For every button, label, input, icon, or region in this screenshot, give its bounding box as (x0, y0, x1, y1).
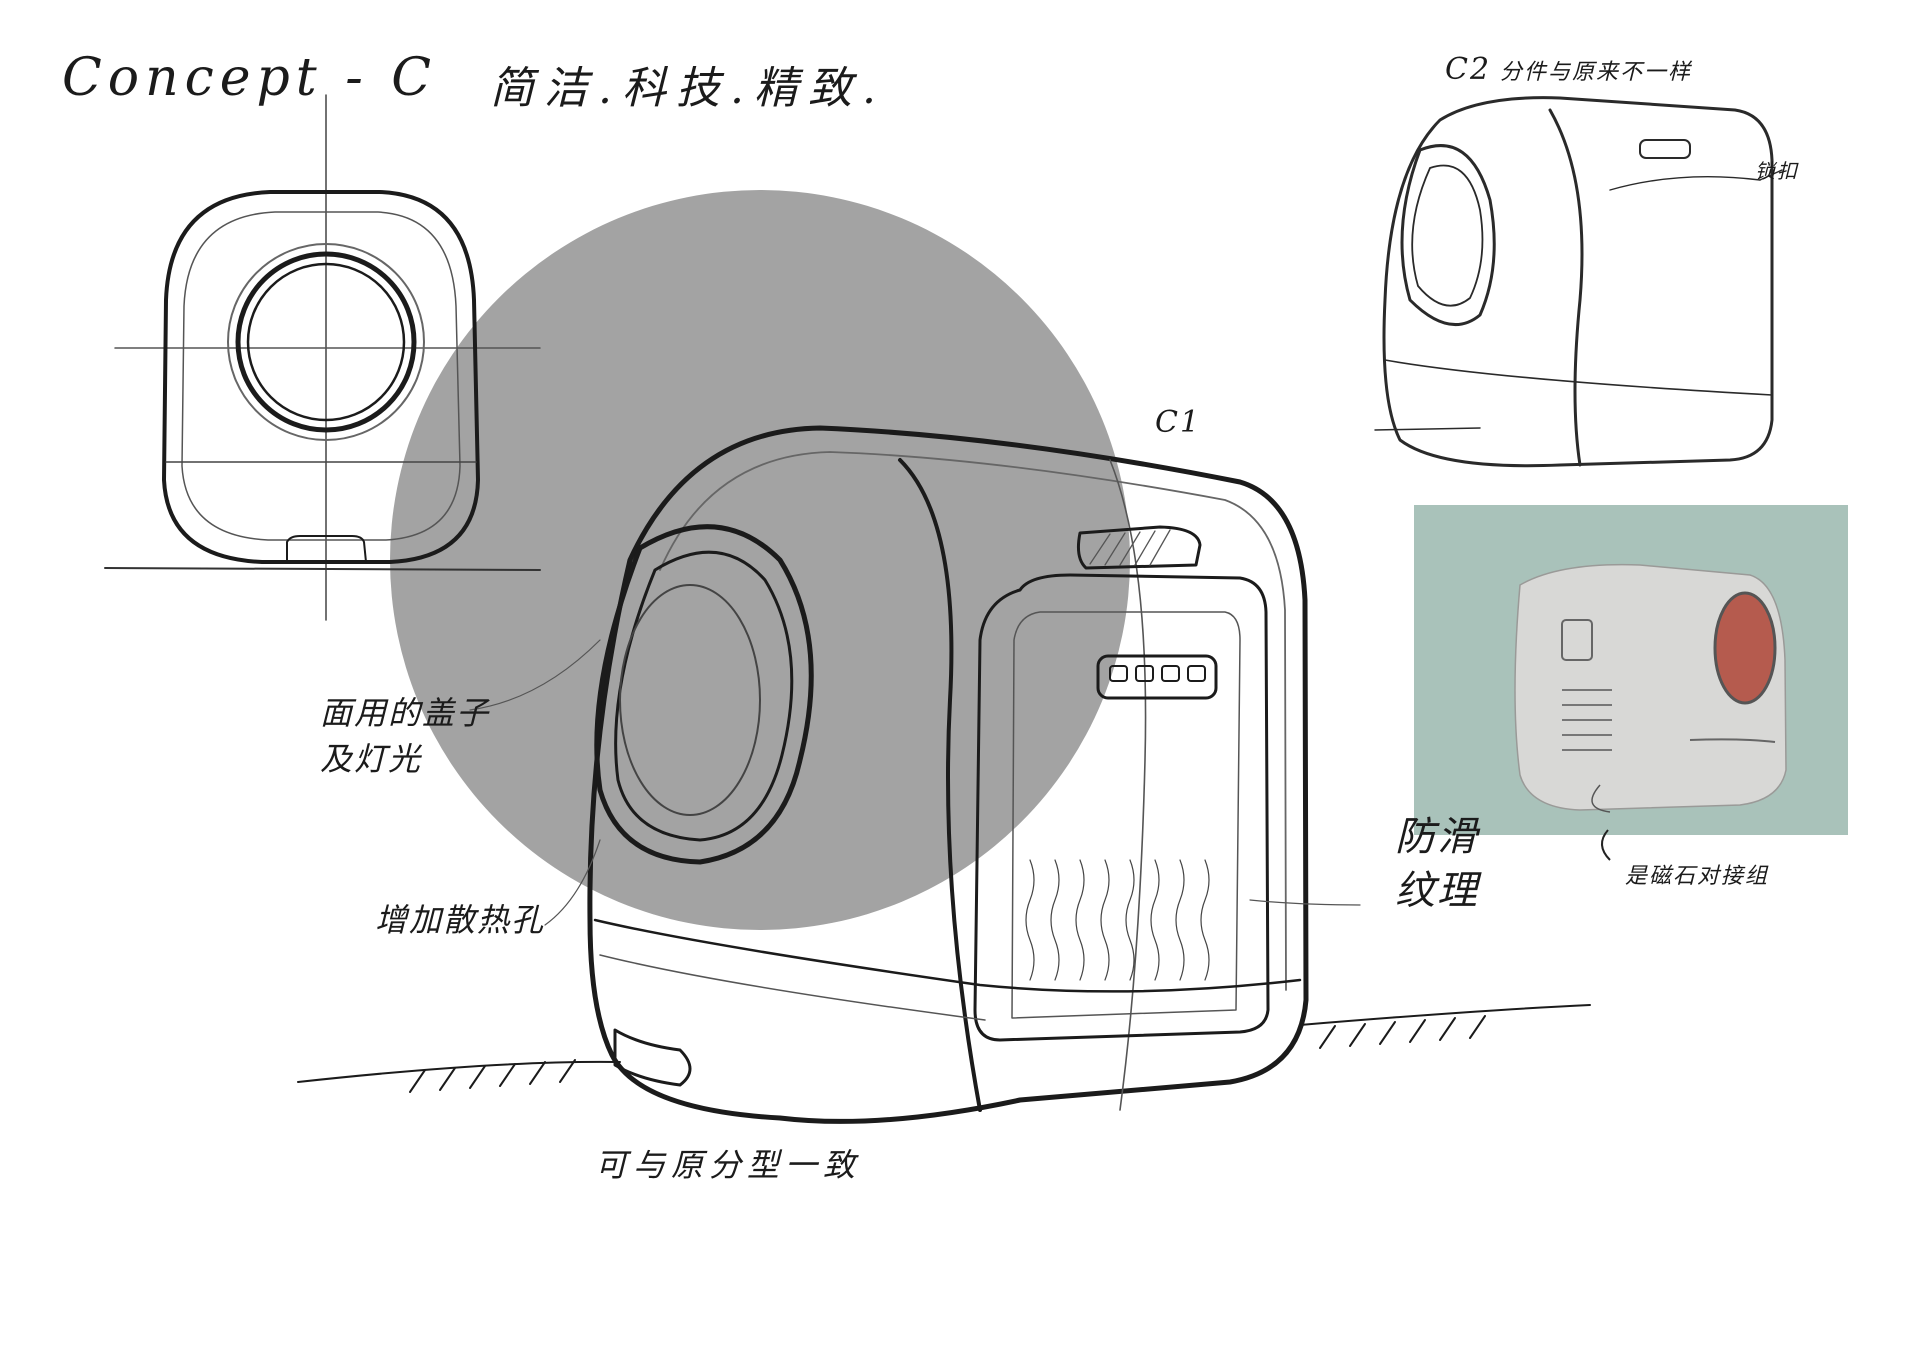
magnet-note: 是磁石对接组 (1625, 864, 1770, 889)
c2-note-text: 分件与原来不一样 (1500, 60, 1693, 85)
cover-light-note-line1: 面用的盖子 (320, 694, 491, 732)
front-view-sketch (104, 94, 541, 621)
concept-title: Concept - C (62, 48, 438, 108)
main-perspective-sketch (297, 425, 1591, 1124)
c2-label: C2 (1445, 52, 1492, 87)
cover-light-note-line2: 及灯光 (320, 740, 423, 778)
lock-note: 锁扣 (1755, 159, 1799, 183)
render-panel (1414, 505, 1848, 861)
parting-line-note: 可与原分型一致 (595, 1146, 862, 1184)
c1-label: C1 (1155, 405, 1202, 440)
cover-light-note: 面用的盖子 及灯光 (320, 690, 490, 782)
c2-note: C2 分件与原来不一样 (1445, 52, 1692, 87)
anti-slip-note-line1: 防滑 (1395, 814, 1479, 860)
anti-slip-note: 防滑 纹理 (1395, 810, 1479, 918)
backdrop-circle (390, 190, 1130, 930)
design-keywords: 简洁.科技.精致. (490, 63, 886, 114)
c2-sketch (1374, 96, 1783, 468)
anti-slip-note-line2: 纹理 (1395, 868, 1479, 914)
anti-slip-texture (1025, 859, 1210, 981)
vent-hole-note: 增加散热孔 (375, 901, 546, 939)
